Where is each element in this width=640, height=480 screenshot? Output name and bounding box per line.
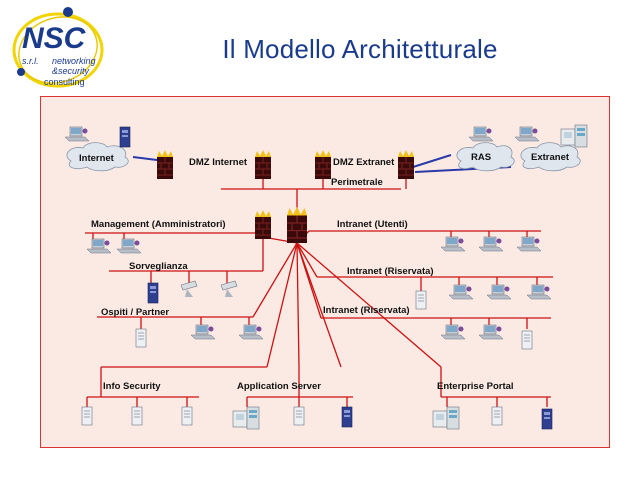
workstation-icon	[514, 126, 540, 142]
workstation-icon	[526, 284, 552, 300]
architecture-diagram: Internet DMZ Internet DMZ Extranet RAS E…	[40, 96, 610, 448]
workstation-icon	[448, 284, 474, 300]
label-dmz-extranet: DMZ Extranet	[333, 157, 395, 168]
label-info-security: Info Security	[103, 381, 161, 392]
workstation-icon	[238, 324, 264, 340]
workstation-icon	[116, 238, 142, 254]
label-dmz-internet: DMZ Internet	[189, 157, 248, 168]
firewall-icon	[286, 206, 308, 244]
server-icon	[81, 406, 93, 426]
logo-consulting-text: consulting	[44, 77, 85, 87]
workstation-icon	[64, 126, 90, 142]
workstation-icon	[86, 238, 112, 254]
server-icon	[491, 406, 503, 426]
workstation-icon	[468, 126, 494, 142]
label-ras: RAS	[471, 152, 491, 163]
label-internet: Internet	[79, 153, 115, 164]
label-intranet-riservata-2: Intranet (Riservata)	[323, 305, 410, 316]
network-links	[85, 177, 553, 407]
logo-security-text: &security	[52, 66, 90, 76]
server-icon	[560, 124, 588, 148]
firewall-icon	[397, 149, 415, 180]
server-icon	[181, 406, 193, 426]
cloud-icon	[456, 142, 515, 172]
label-management: Management (Amministratori)	[91, 219, 226, 230]
firewall-icon	[156, 149, 174, 180]
server-icon	[232, 406, 260, 430]
server-icon	[135, 328, 147, 348]
server-icon	[293, 406, 305, 426]
cloud-icon	[520, 142, 581, 172]
workstation-icon	[440, 324, 466, 340]
firewall-icon	[314, 149, 332, 180]
nsc-logo: NSC s.r.l. networking &security consulti…	[12, 7, 104, 88]
page-title: Il Modello Architetturale	[222, 34, 498, 64]
label-ospiti-partner: Ospiti / Partner	[101, 307, 169, 318]
tower-server-icon	[147, 282, 159, 304]
label-application-server: Application Server	[237, 381, 321, 392]
tower-server-icon	[541, 408, 553, 430]
label-intranet-riservata-1: Intranet (Riservata)	[347, 266, 434, 277]
camera-icon	[220, 280, 238, 298]
workstation-icon	[516, 236, 542, 252]
logo-main-text: NSC	[22, 22, 87, 55]
label-perimetrale: Perimetrale	[331, 177, 383, 188]
camera-icon	[180, 280, 198, 298]
tower-server-icon	[119, 126, 131, 148]
firewall-icon	[254, 149, 272, 180]
workstation-icon	[486, 284, 512, 300]
server-icon	[131, 406, 143, 426]
logo-networking-text: networking	[52, 56, 96, 66]
server-icon	[521, 330, 533, 350]
label-enterprise-portal: Enterprise Portal	[437, 381, 514, 392]
label-intranet-utenti: Intranet (Utenti)	[337, 219, 408, 230]
server-icon	[432, 406, 460, 430]
cloud-icon	[66, 142, 129, 172]
label-extranet: Extranet	[531, 152, 570, 163]
logo-srl-text: s.r.l.	[22, 56, 39, 66]
firewall-icon	[254, 209, 272, 240]
workstation-icon	[190, 324, 216, 340]
workstation-icon	[440, 236, 466, 252]
server-icon	[415, 290, 427, 310]
tower-server-icon	[341, 406, 353, 428]
label-sorveglianza: Sorveglianza	[129, 261, 188, 272]
workstation-icon	[478, 324, 504, 340]
workstation-icon	[478, 236, 504, 252]
